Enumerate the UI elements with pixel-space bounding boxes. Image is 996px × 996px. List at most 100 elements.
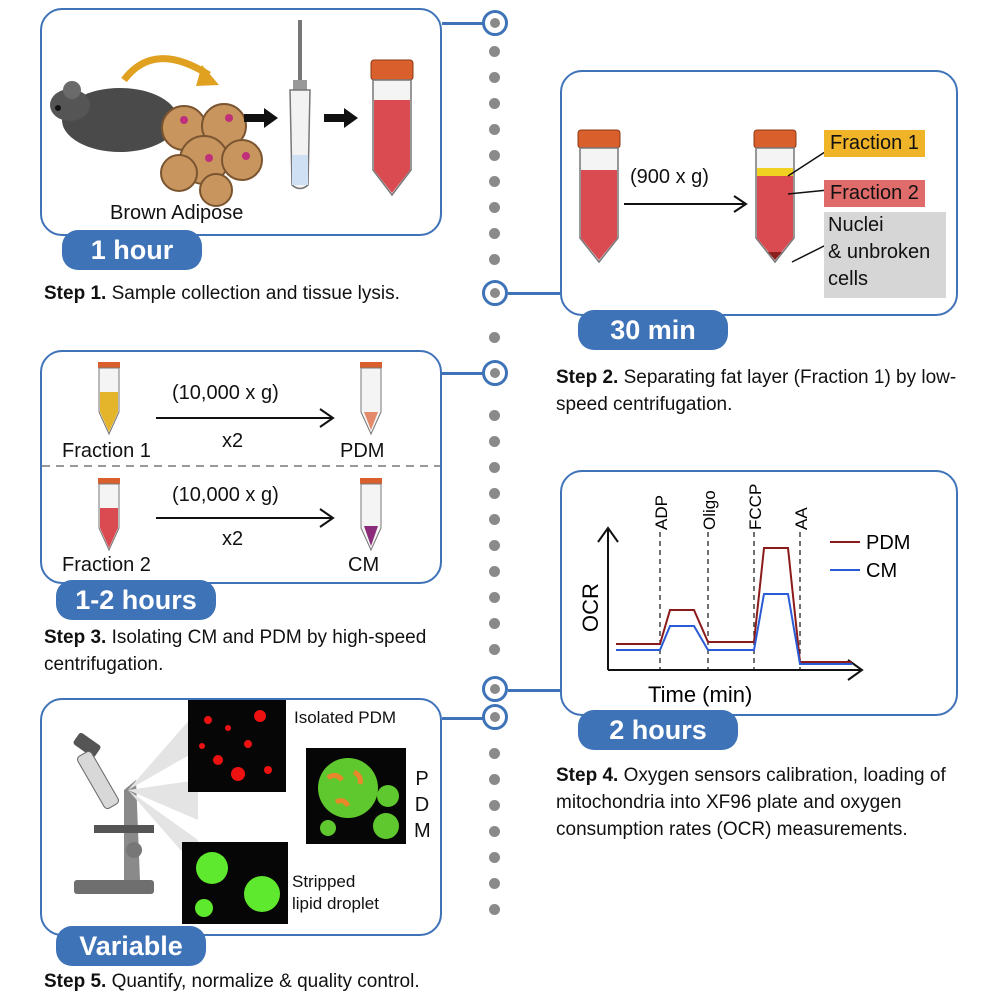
step3-top-to: PDM — [340, 440, 385, 462]
timeline-dot — [489, 540, 500, 551]
step1-caption: Step 1. Sample collection and tissue lys… — [44, 280, 444, 307]
step3-bottom-force: (10,000 x g) — [172, 484, 279, 506]
tube-after-icon — [753, 129, 797, 264]
step3-bottom-repeat: x2 — [222, 528, 244, 550]
timeline-dot — [489, 462, 500, 473]
timeline-dot — [489, 514, 500, 525]
timeline-dot — [489, 46, 500, 57]
img1-label: Isolated PDM — [294, 708, 397, 727]
nuclei-line1: Nuclei — [828, 214, 884, 236]
step2-title: Step 2. — [556, 367, 619, 388]
nuclei-label-box: Nuclei & unbroken cells — [824, 212, 946, 298]
ocr-pdm-line — [616, 547, 852, 663]
timeline-dot — [489, 618, 500, 629]
tube-before-icon — [577, 129, 621, 264]
isolated-pdm-image — [188, 700, 286, 792]
timeline-dot — [489, 228, 500, 239]
step2-time-badge: 30 min — [578, 310, 728, 350]
timeline-dot — [489, 904, 500, 915]
nuclei-line2: & unbroken — [828, 241, 931, 263]
step3-panel: (10,000 x g) x2 Fraction 1 PDM (10,000 x… — [40, 350, 442, 584]
timeline-node — [482, 676, 508, 702]
connector-step3 — [442, 372, 484, 375]
timeline-dot — [489, 202, 500, 213]
step3-caption: Step 3. Isolating CM and PDM by high-spe… — [44, 624, 444, 678]
step1-panel: Brown Adipose — [40, 8, 442, 236]
adipose-tissue-icon — [160, 103, 263, 207]
timeline-dot — [489, 488, 500, 499]
step5-caption: Step 5. Quantify, normalize & quality co… — [44, 968, 564, 995]
ocr-marker-label: ADP — [652, 495, 671, 530]
eppendorf-fraction1-icon — [98, 362, 120, 436]
step2-panel: (900 x g) Fraction 1 Fraction 2 Nuclei &… — [560, 70, 958, 316]
stripped-droplet-image — [182, 842, 288, 924]
legend-cm: CM — [866, 560, 897, 582]
img3-label-line2: lipid droplet — [292, 894, 379, 913]
timeline-dot — [489, 176, 500, 187]
step3-time-badge: 1-2 hours — [56, 580, 216, 620]
step3-top-arrow — [156, 408, 335, 428]
pdm-droplet-image — [306, 748, 406, 844]
connector-step1 — [442, 22, 484, 25]
ocr-x-arrowhead — [847, 659, 864, 681]
step4-desc: Oxygen sensors calibration, loading of m… — [556, 765, 946, 840]
step5-time-badge: Variable — [56, 926, 206, 966]
step4-panel: ADP Oligo FCCP AA OCR Time (min) PDM CM — [560, 470, 958, 716]
step3-top-force: (10,000 x g) — [172, 382, 279, 404]
eppendorf-fraction2-icon — [98, 478, 120, 552]
timeline-dot — [489, 774, 500, 785]
arrow-icon — [244, 108, 278, 128]
microscope-beams — [128, 710, 198, 870]
ocr-cm-line — [616, 593, 852, 665]
timeline-node — [482, 704, 508, 730]
img3-label-line1: Stripped — [292, 872, 356, 891]
timeline-dot — [489, 852, 500, 863]
step3-desc: Isolating CM and PDM by high-speed centr… — [44, 627, 427, 675]
timeline-dot — [489, 566, 500, 577]
step3-title: Step 3. — [44, 627, 107, 648]
timeline-dot — [489, 72, 500, 83]
timeline-dot — [489, 332, 500, 343]
img2-label-vertical: P D M — [414, 766, 431, 844]
ocr-marker-label: Oligo — [700, 490, 719, 530]
timeline-dot — [489, 748, 500, 759]
step3-bottom-from: Fraction 2 — [62, 554, 151, 576]
homogenizer-icon — [289, 20, 311, 190]
timeline-dot — [489, 436, 500, 447]
step4-caption: Step 4. Oxygen sensors calibration, load… — [556, 762, 976, 843]
step5-title: Step 5. — [44, 971, 107, 992]
img2-label-char: P — [415, 768, 429, 790]
timeline-node — [482, 360, 508, 386]
arrow-icon — [324, 108, 358, 128]
fraction2-label: Fraction 2 — [824, 180, 925, 207]
ocr-chart: ADP Oligo FCCP AA OCR Time (min) PDM CM — [578, 484, 910, 707]
ocr-marker-label: FCCP — [746, 484, 765, 530]
ocr-ylabel: OCR — [578, 583, 603, 632]
ocr-xlabel: Time (min) — [648, 682, 752, 707]
img2-label-char: D — [414, 794, 430, 816]
legend-pdm: PDM — [866, 532, 910, 554]
timeline-node — [482, 10, 508, 36]
ocr-marker-label: AA — [792, 507, 811, 530]
step4-time-badge: 2 hours — [578, 710, 738, 750]
fraction-pointer-lines — [787, 149, 829, 263]
timeline-dot — [489, 592, 500, 603]
step5-panel: Isolated PDM P D M Stripped lipid drople… — [40, 698, 442, 936]
timeline-dot — [489, 878, 500, 889]
step1-title: Step 1. — [44, 283, 107, 304]
step1-time-badge: 1 hour — [62, 230, 202, 270]
timeline-dot — [489, 98, 500, 109]
step2-force-label: (900 x g) — [630, 166, 709, 188]
step2-caption: Step 2. Separating fat layer (Fraction 1… — [556, 364, 976, 418]
step3-bottom-to: CM — [348, 554, 380, 576]
connector-step4 — [508, 689, 560, 692]
step3-top-from: Fraction 1 — [62, 440, 151, 462]
img2-label-char: M — [414, 820, 431, 842]
timeline-dot — [489, 150, 500, 161]
fraction1-label: Fraction 1 — [824, 130, 925, 157]
connector-step5 — [442, 717, 484, 720]
connector-step2 — [508, 292, 560, 295]
falcon-tube-icon — [370, 59, 414, 197]
timeline-dot — [489, 254, 500, 265]
microscope-icon — [73, 732, 154, 894]
